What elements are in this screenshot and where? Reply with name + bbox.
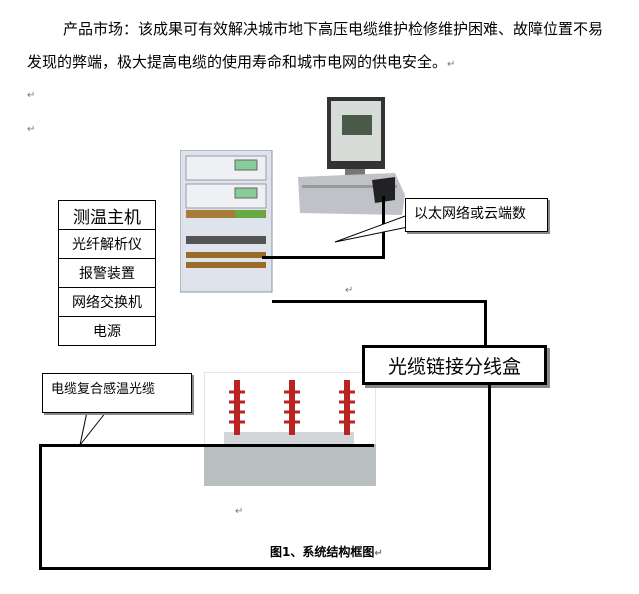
- component-fiber-analyzer: 光纤解析仪: [59, 230, 155, 259]
- component-switch: 网络交换机: [59, 288, 155, 317]
- component-host: 测温主机: [59, 201, 155, 230]
- network-callout: 以太网络或云端数: [405, 198, 548, 232]
- cable-line: [488, 385, 491, 570]
- paragraph-mark: ↵: [27, 124, 36, 135]
- cable-line: [39, 444, 374, 447]
- paragraph-mark: ↵: [345, 285, 354, 296]
- callout-pointer: [334, 214, 409, 243]
- paragraph-line-1: 产品市场：该成果可有效解决城市地下高压电缆维护检修维护困难、故障位置不易: [63, 20, 604, 38]
- junction-box: 光缆链接分线盒: [362, 345, 547, 385]
- figure-caption: 图1、系统结构框图↵: [270, 545, 383, 559]
- computer-image: [298, 97, 405, 215]
- host-components-table: 测温主机 光纤解析仪 报警装置 网络交换机 电源: [58, 200, 156, 346]
- paragraph-mark: ↵: [27, 90, 36, 101]
- rack-server-image: [180, 150, 273, 293]
- cable-line: [39, 567, 491, 570]
- component-power: 电源: [93, 324, 121, 340]
- cable-line: [39, 444, 42, 570]
- paragraph-mark: ↵: [235, 506, 244, 517]
- cable-callout: 电缆复合感温光缆: [42, 373, 192, 413]
- fiber-line: [272, 300, 487, 303]
- transformer-image: [204, 372, 376, 486]
- paragraph-line-2: 发现的弊端，极大提高电缆的使用寿命和城市电网的供电安全。↵: [27, 53, 456, 71]
- fiber-line: [484, 300, 487, 346]
- component-alarm: 报警装置: [59, 259, 155, 288]
- network-line: [262, 256, 385, 259]
